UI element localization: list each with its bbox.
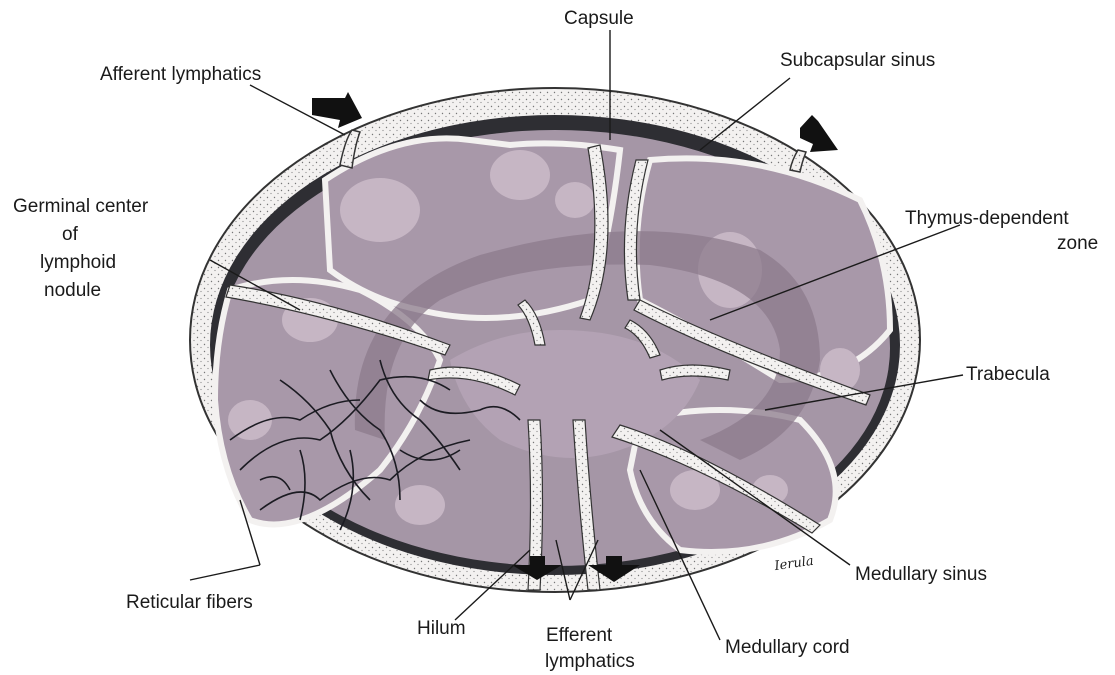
label-germinal-center-2: of	[62, 224, 79, 245]
label-germinal-center-4: nodule	[44, 280, 101, 301]
label-medullary-sinus: Medullary sinus	[855, 564, 987, 585]
label-hilum: Hilum	[417, 618, 466, 639]
label-germinal-center-3: lymphoid	[40, 252, 116, 273]
label-efferent-1: Efferent	[546, 625, 613, 646]
label-medullary-cord: Medullary cord	[725, 637, 850, 658]
label-germinal-center-1: Germinal center	[13, 196, 149, 217]
label-thymus-dependent-2: zone	[1057, 233, 1098, 254]
signature: Ierula	[773, 554, 815, 574]
label-efferent-2: lymphatics	[545, 651, 635, 672]
label-afferent-lymphatics: Afferent lymphatics	[100, 64, 261, 85]
label-trabecula: Trabecula	[966, 364, 1050, 385]
label-capsule: Capsule	[564, 8, 634, 29]
afferent-arrow-right	[800, 115, 838, 152]
label-reticular-fibers: Reticular fibers	[126, 592, 253, 613]
label-thymus-dependent-1: Thymus-dependent	[905, 208, 1069, 229]
label-subcapsular-sinus: Subcapsular sinus	[780, 50, 935, 71]
afferent-arrow-left	[312, 92, 362, 128]
